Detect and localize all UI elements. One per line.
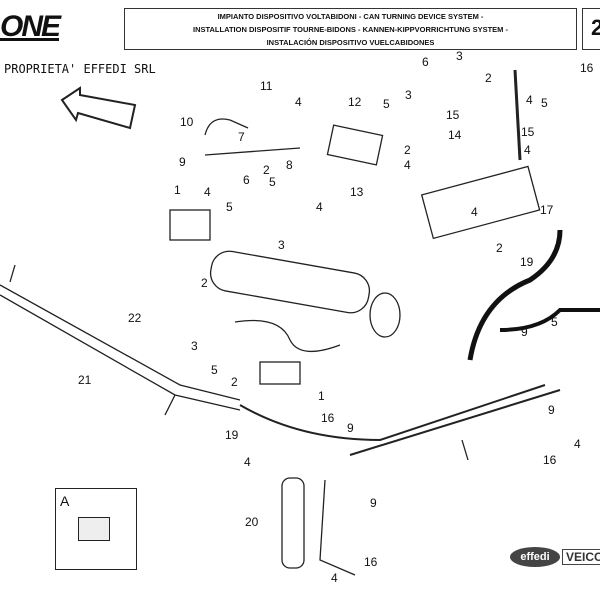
hose-middle	[234, 319, 341, 352]
callout: 7	[238, 130, 245, 144]
lever	[513, 69, 522, 161]
hydraulic-hose-right	[467, 229, 563, 361]
long-bar-21	[0, 294, 241, 411]
callout: 16	[321, 411, 335, 425]
callout: 14	[448, 128, 462, 142]
callout: 8	[286, 158, 293, 172]
callout: 9	[548, 403, 555, 417]
pipe-vertical	[319, 479, 356, 576]
callout: 4	[404, 158, 411, 172]
hose-lower	[239, 384, 546, 442]
callout: 4	[316, 200, 323, 214]
callout: 15	[446, 108, 460, 122]
callout: 17	[540, 203, 554, 217]
callout: 6	[422, 55, 429, 69]
callout: 4	[574, 437, 581, 451]
ownership-note: PROPRIETA' EFFEDI SRL	[4, 62, 156, 76]
callout: 4	[524, 143, 531, 157]
title-line-3: INSTALACIÓN DISPOSITIVO VUELCABIDONES	[266, 38, 435, 47]
callout: 11	[260, 79, 273, 93]
callout: 4	[295, 95, 302, 109]
callout: 2	[485, 71, 492, 85]
hose-10	[204, 118, 249, 136]
callout: 9	[179, 155, 186, 169]
callout: 5	[383, 97, 390, 111]
callout: 1	[318, 389, 325, 403]
arrow-mark-3	[461, 439, 469, 461]
callout: 2	[201, 276, 208, 290]
detail-a-box: A	[55, 488, 137, 570]
detail-label: A	[60, 493, 70, 509]
callout: 1	[174, 183, 181, 197]
solenoid-1	[169, 209, 211, 241]
hydraulic-hose-right-2	[499, 308, 600, 332]
callout: 22	[128, 311, 142, 325]
callout: 5	[551, 315, 558, 329]
callout: 6	[243, 173, 250, 187]
callout: 16	[543, 453, 557, 467]
callout: 10	[180, 115, 194, 129]
callout: 2	[231, 375, 238, 389]
brand-suffix: VEICO	[562, 549, 600, 565]
callout: 4	[204, 185, 211, 199]
callout: 2	[404, 143, 411, 157]
callout: 3	[405, 88, 412, 102]
company-logo: ONE	[0, 10, 61, 43]
title-line-2: INSTALLATION DISPOSITIF TOURNE-BIDONS - …	[192, 25, 508, 34]
title-box: IMPIANTO DISPOSITIVO VOLTABIDONI - CAN T…	[124, 8, 577, 50]
page-number: 2	[582, 8, 600, 50]
hose-lower-2	[349, 389, 561, 456]
callout: 9	[370, 496, 377, 510]
callout: 15	[521, 125, 535, 139]
callout: 19	[520, 255, 534, 269]
callout: 4	[244, 455, 251, 469]
callout: 3	[278, 238, 285, 252]
arrow-mark-2	[164, 394, 176, 416]
pipe-7	[204, 147, 301, 156]
callout: 9	[347, 421, 354, 435]
title-line-1: IMPIANTO DISPOSITIVO VOLTABIDONI - CAN T…	[217, 12, 484, 21]
callout: 13	[350, 185, 364, 199]
accumulator-20	[281, 477, 305, 569]
manifold-12	[326, 124, 384, 166]
callout: 9	[521, 325, 528, 339]
solenoid-detail-icon	[78, 517, 110, 541]
cylinder	[209, 250, 371, 314]
callout: 3	[191, 339, 198, 353]
callout: 5	[226, 200, 233, 214]
callout: 5	[269, 175, 276, 189]
solenoid-1b	[259, 361, 301, 385]
long-bar-22	[0, 284, 241, 401]
direction-arrow	[60, 86, 137, 130]
callout: 19	[225, 428, 239, 442]
callout: 3	[456, 49, 463, 63]
callout: 4	[471, 205, 478, 219]
callout: 4	[526, 93, 533, 107]
callout: 5	[211, 363, 218, 377]
callout: 5	[541, 96, 548, 110]
callout: 16	[580, 61, 594, 75]
callout: 16	[364, 555, 378, 569]
brand-logo: effedi	[510, 547, 560, 567]
callout: 4	[331, 571, 338, 585]
cylinder-cap	[369, 292, 401, 338]
callout: 21	[78, 373, 92, 387]
valve-block	[420, 165, 541, 240]
callout: 2	[496, 241, 503, 255]
callout: 12	[348, 95, 362, 109]
callout: 2	[263, 163, 270, 177]
callout: 20	[245, 515, 259, 529]
arrow-mark-1	[9, 264, 16, 283]
